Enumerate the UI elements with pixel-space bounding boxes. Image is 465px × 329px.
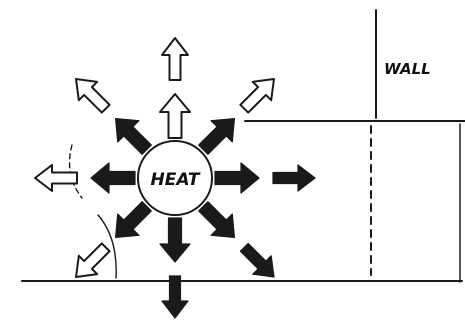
outer-up-left-arrow bbox=[75, 78, 111, 114]
outer-down-right-arrow bbox=[239, 242, 275, 278]
wall-label: WALL bbox=[384, 60, 431, 78]
outer-up-arrow bbox=[161, 37, 189, 81]
inner-up-arrow bbox=[159, 93, 191, 139]
outer-arrow-ring bbox=[34, 37, 316, 319]
floor-corner-curve bbox=[97, 214, 117, 279]
outer-right-arrow bbox=[272, 164, 316, 192]
inner-down-left-arrow bbox=[114, 201, 152, 239]
outer-down-arrow bbox=[161, 275, 189, 319]
inner-up-right-arrow bbox=[198, 117, 236, 155]
inner-arrow-ring bbox=[90, 93, 260, 263]
outer-down-left-arrow bbox=[75, 242, 111, 278]
outer-left-arrow bbox=[34, 164, 78, 192]
wall-structure bbox=[21, 9, 465, 283]
outer-up-right-arrow bbox=[239, 78, 275, 114]
inner-up-left-arrow bbox=[114, 117, 152, 155]
inner-down-arrow bbox=[159, 217, 191, 263]
heat-source-circle bbox=[137, 140, 213, 216]
inner-right-arrow bbox=[214, 162, 260, 194]
heat-label: HEAT bbox=[151, 170, 201, 190]
inner-left-arrow bbox=[90, 162, 136, 194]
inner-down-right-arrow bbox=[198, 201, 236, 239]
